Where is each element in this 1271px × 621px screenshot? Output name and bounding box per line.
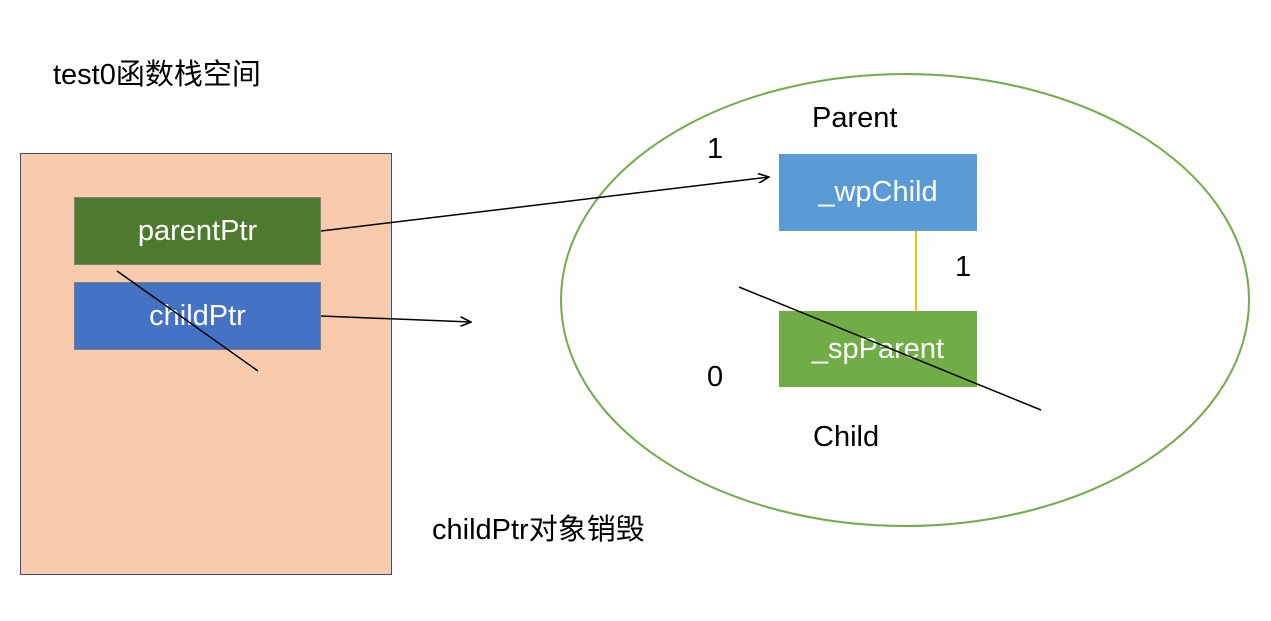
child-ptr-strike-line bbox=[116, 270, 259, 372]
destruction-caption: childPtr对象销毁 bbox=[432, 514, 645, 546]
parent-ptr-arrow bbox=[320, 177, 769, 232]
weak-link-count: 1 bbox=[955, 251, 972, 283]
child-object-strike-line bbox=[738, 286, 1042, 411]
parent-ref-count: 1 bbox=[707, 133, 724, 165]
child-object-label: Child bbox=[813, 421, 880, 453]
child-ptr-arrow bbox=[320, 315, 471, 322]
sp-parent-member: _spParent bbox=[779, 311, 977, 387]
parent-ptr-variable: parentPtr bbox=[74, 197, 321, 265]
parent-object-label: Parent bbox=[812, 102, 898, 134]
stack-frame-title: test0函数栈空间 bbox=[53, 59, 261, 91]
heap-region-ellipse bbox=[560, 73, 1250, 527]
child-ptr-variable: childPtr bbox=[74, 282, 321, 350]
wp-child-member: _wpChild bbox=[779, 154, 977, 231]
child-ref-count: 0 bbox=[707, 361, 724, 393]
